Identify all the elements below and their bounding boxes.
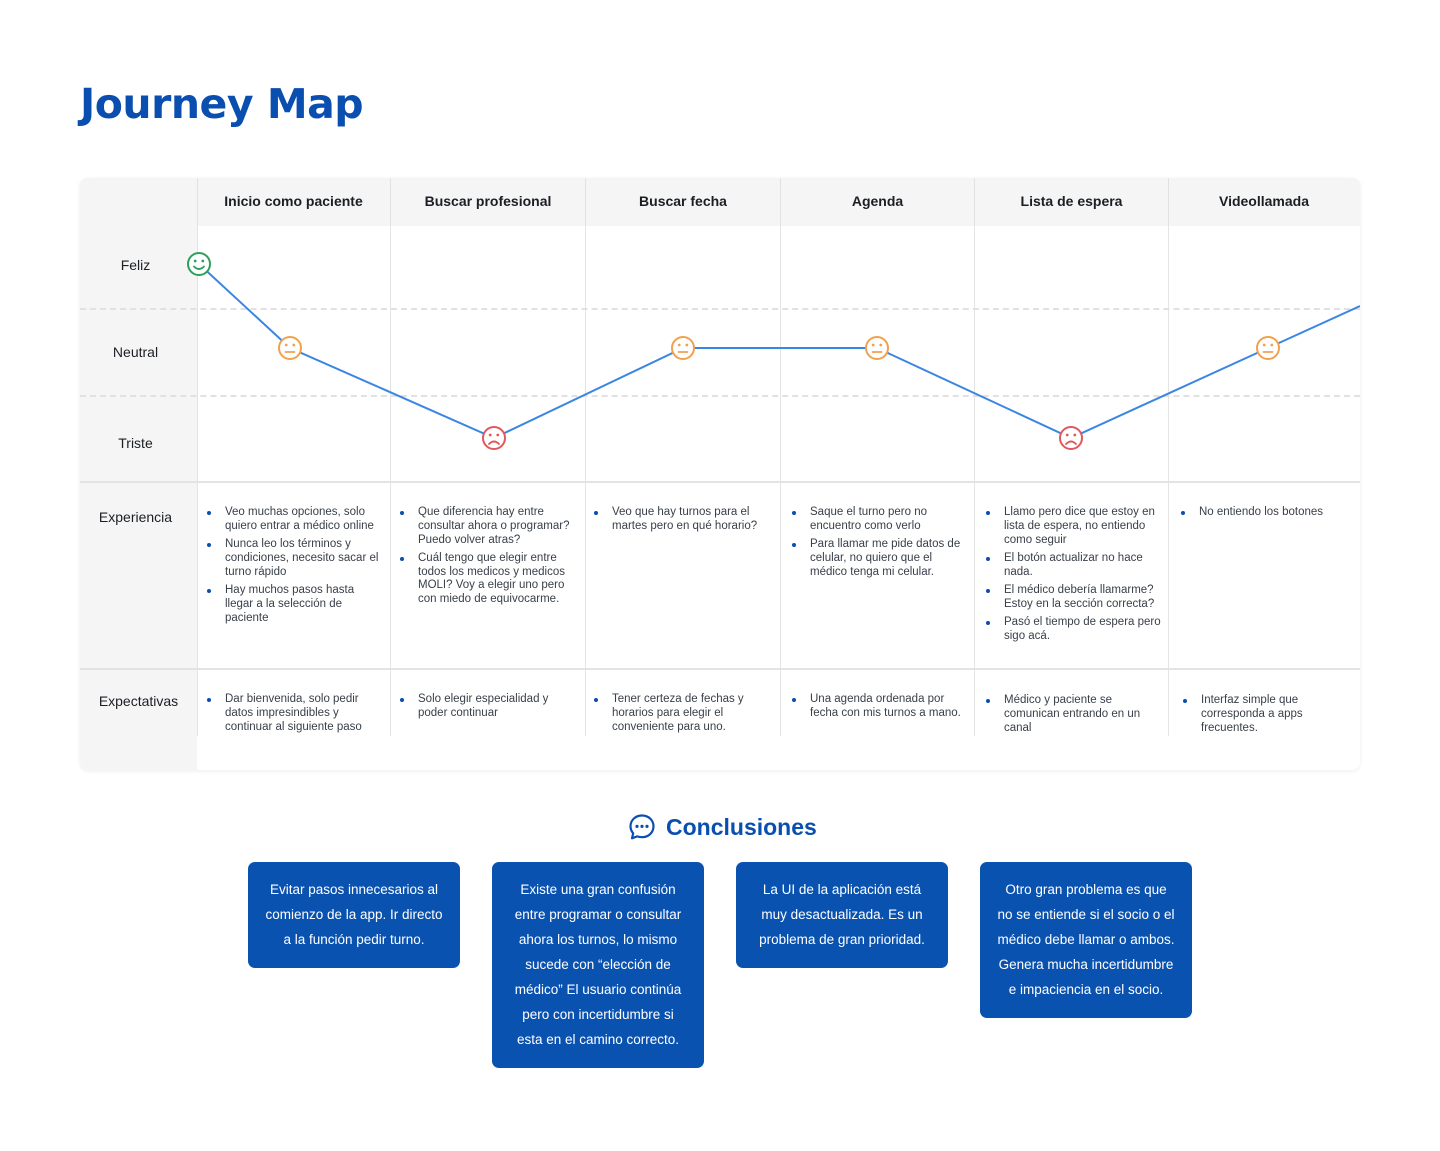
- expectation-cell: Médico y paciente se comunican entrando …: [986, 694, 1158, 740]
- bullet-item: Tener certeza de fechas y horarios para …: [594, 693, 774, 734]
- emotion-label-feliz: Feliz: [120, 257, 151, 273]
- expectation-cell: Interfaz simple que corresponda a apps f…: [1183, 694, 1333, 740]
- expectation-cell: Una agenda ordenada por fecha con mis tu…: [792, 693, 980, 725]
- conclusions-title: Conclusiones: [666, 813, 817, 840]
- emotion-label-neutral: Neutral: [112, 344, 159, 360]
- conclusions-header: Conclusiones: [628, 812, 817, 842]
- stage-header: Agenda: [851, 193, 904, 209]
- bullet-item: Llamo pero dice que estoy en lista de es…: [986, 506, 1162, 547]
- experience-cell: Llamo pero dice que estoy en lista de es…: [986, 506, 1172, 648]
- chat-bubble-icon: [629, 814, 655, 840]
- bullet-item: No entiendo los botones: [1181, 506, 1357, 520]
- row-label-column: [80, 178, 197, 770]
- expectation-cell: Dar bienvenida, solo pedir datos impresi…: [207, 693, 393, 739]
- bullet-item: Pasó el tiempo de espera pero sigo acá.: [986, 616, 1162, 644]
- neutral-face-icon: [671, 336, 695, 360]
- bullet-item: Nunca leo los términos y condiciones, ne…: [207, 538, 383, 579]
- column-divider: [780, 178, 781, 226]
- bullet-item: Interfaz simple que corresponda a apps f…: [1183, 694, 1323, 735]
- sad-face-icon: [1059, 426, 1083, 450]
- bullet-item: El médico debería llamarme? Estoy en la …: [986, 584, 1162, 612]
- conclusion-card: Evitar pasos innecesarios al comienzo de…: [248, 862, 460, 968]
- bullet-item: Cuál tengo que elegir entre todos los me…: [400, 552, 580, 607]
- conclusion-card: Otro gran problema es que no se entiende…: [980, 862, 1192, 1018]
- conclusion-card: Existe una gran confusión entre programa…: [492, 862, 704, 1068]
- experience-cell: Saque el turno pero no encuentro como ve…: [792, 506, 980, 584]
- bullet-item: Veo muchas opciones, solo quiero entrar …: [207, 506, 383, 534]
- bullet-item: El botón actualizar no hace nada.: [986, 552, 1162, 580]
- bullet-item: Para llamar me pide datos de celular, no…: [792, 538, 970, 579]
- page-title: Journey Map: [80, 80, 364, 128]
- column-divider: [585, 178, 586, 226]
- column-divider: [390, 178, 391, 226]
- stage-header: Lista de espera: [1020, 193, 1123, 209]
- bullet-item: Dar bienvenida, solo pedir datos impresi…: [207, 693, 383, 734]
- row-label-expectativas: Expectativas: [98, 693, 179, 709]
- expectation-cell: Tener certeza de fechas y horarios para …: [594, 693, 784, 739]
- experience-cell: No entiendo los botones: [1181, 506, 1360, 524]
- emotion-line: [198, 263, 1360, 440]
- row-divider: [80, 668, 1360, 670]
- bullet-item: Solo elegir especialidad y poder continu…: [400, 693, 580, 721]
- neutral-face-icon: [1256, 336, 1280, 360]
- stage-header: Videollamada: [1218, 193, 1309, 209]
- bullet-item: Médico y paciente se comunican entrando …: [986, 694, 1148, 735]
- emotion-divider: [80, 308, 1360, 310]
- bullet-item: Hay muchos pasos hasta llegar a la selec…: [207, 584, 383, 625]
- conclusion-card: La UI de la aplicación está muy desactua…: [736, 862, 948, 968]
- column-divider: [1168, 178, 1169, 226]
- bullet-item: Una agenda ordenada por fecha con mis tu…: [792, 693, 970, 721]
- emotion-label-triste: Triste: [118, 435, 153, 451]
- experience-cell: Veo muchas opciones, solo quiero entrar …: [207, 506, 393, 630]
- row-label-experiencia: Experiencia: [98, 509, 173, 525]
- column-divider: [197, 178, 198, 226]
- stage-header: Buscar fecha: [639, 193, 727, 209]
- bullet-item: Veo que hay turnos para el martes pero e…: [594, 506, 774, 534]
- experience-cell: Veo que hay turnos para el martes pero e…: [594, 506, 784, 538]
- bullet-item: Que diferencia hay entre consultar ahora…: [400, 506, 580, 547]
- emotion-divider: [80, 395, 1360, 397]
- experience-cell: Que diferencia hay entre consultar ahora…: [400, 506, 590, 612]
- journey-map-table: Inicio como paciente Buscar profesional …: [80, 178, 1360, 770]
- happy-face-icon: [187, 252, 211, 276]
- emotion-curve-chart: [187, 252, 1360, 450]
- neutral-face-icon: [278, 336, 302, 360]
- sad-face-icon: [482, 426, 506, 450]
- stage-header: Buscar profesional: [424, 193, 552, 209]
- stage-header: Inicio como paciente: [224, 193, 363, 209]
- column-divider: [974, 178, 975, 226]
- row-divider: [80, 481, 1360, 483]
- expectation-cell: Solo elegir especialidad y poder continu…: [400, 693, 590, 725]
- bullet-item: Saque el turno pero no encuentro como ve…: [792, 506, 970, 534]
- neutral-face-icon: [865, 336, 889, 360]
